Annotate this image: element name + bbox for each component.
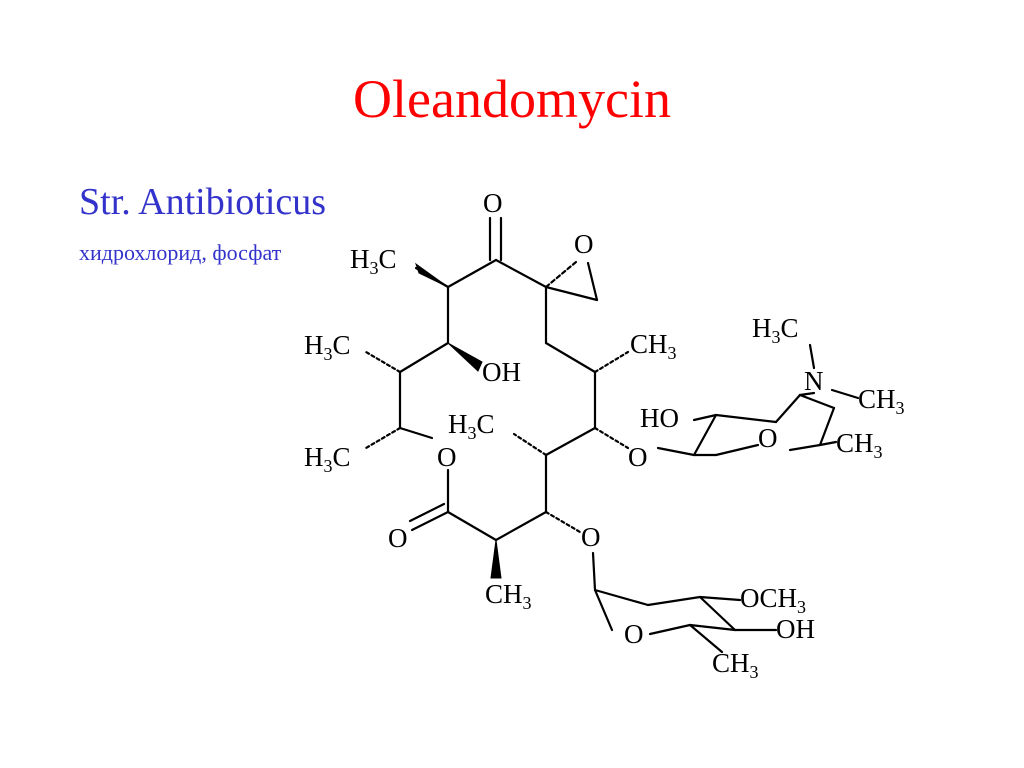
label-o-carbonyl-left: O xyxy=(388,523,408,553)
label-h3c-left1: H3C xyxy=(304,330,351,364)
label-o-ring-sugar2: O xyxy=(624,619,644,649)
label-h3c-left2: H3C xyxy=(304,442,351,476)
label-oh-ring: OH xyxy=(482,357,521,387)
label-ch3-right: CH3 xyxy=(630,329,677,363)
label-o-glyco-right: O xyxy=(628,442,648,472)
wedge-oh xyxy=(447,342,483,372)
label-och3-sugar2: OCH3 xyxy=(740,583,806,617)
label-ch3-sugar1: CH3 xyxy=(836,428,883,462)
label-o-epoxide: O xyxy=(574,229,594,259)
lactone-carbonyl xyxy=(408,502,450,532)
label-ch3-bottom: CH3 xyxy=(485,579,532,613)
hash-o-glyco-right xyxy=(593,426,630,450)
slide-title: Oleandomycin xyxy=(353,69,671,129)
hash-h3c-inner xyxy=(512,432,548,457)
source-organism: Str. Antibioticus xyxy=(79,181,327,223)
sugar-ring-1 xyxy=(656,343,860,457)
label-o-ring-sugar1: O xyxy=(758,423,778,453)
label-n-atom: N xyxy=(804,366,824,396)
label-h3c-inner: H3C xyxy=(448,409,495,443)
atom-labels: O O H3C H3C OH H3C O H3C CH3 O O CH3 O H… xyxy=(304,188,905,682)
label-oh-sugar2: OH xyxy=(776,614,815,644)
label-o-lactone: O xyxy=(437,442,457,472)
wedge-ch3-bottom xyxy=(490,539,502,579)
macrolide-ring xyxy=(398,258,597,542)
hash-o-glyco-bottom xyxy=(544,510,582,534)
ketone-group xyxy=(488,216,503,262)
label-o-carbonyl-top: O xyxy=(483,188,503,218)
hash-h3c-left1 xyxy=(364,350,402,374)
label-h3c-top: H3C xyxy=(350,244,397,278)
label-ch3-sugar2: CH3 xyxy=(712,648,759,682)
hash-h3c-left2 xyxy=(364,426,402,450)
label-o-glyco-bottom: O xyxy=(581,522,601,552)
label-ch3-nme: CH3 xyxy=(858,384,905,418)
salt-forms: хидрохлорид, фосфат xyxy=(79,240,282,265)
hash-ch3-right xyxy=(593,350,630,374)
label-ho-sugar: HO xyxy=(640,403,679,433)
sugar-ring-2 xyxy=(591,551,778,654)
epoxide xyxy=(544,260,599,302)
label-h3c-nme: H3C xyxy=(752,313,799,347)
